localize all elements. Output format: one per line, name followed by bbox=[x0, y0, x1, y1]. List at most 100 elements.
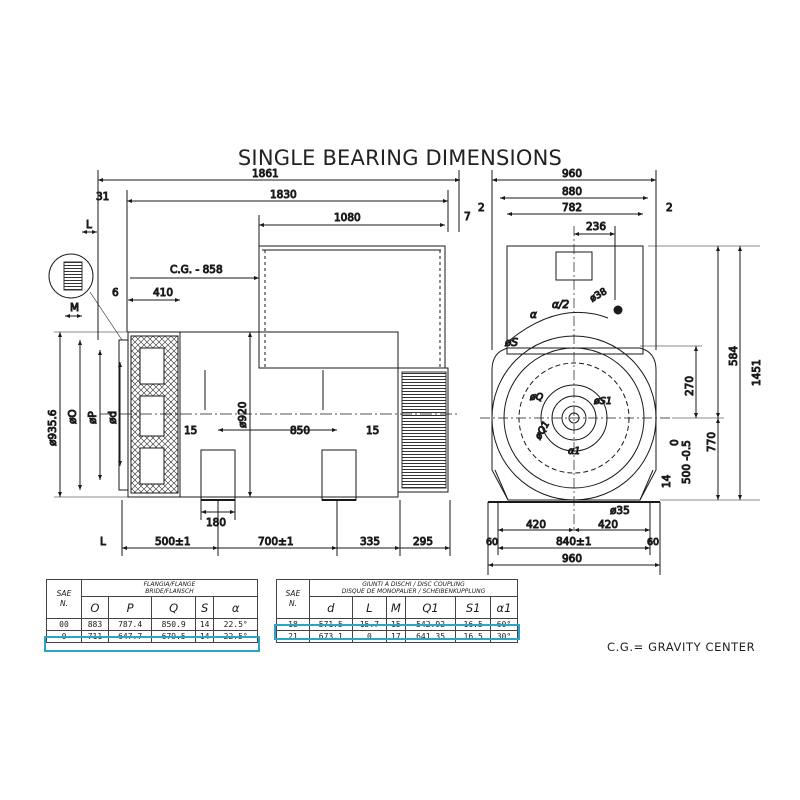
terminal-box bbox=[258, 245, 446, 369]
front-view bbox=[480, 170, 760, 575]
dim-dia-9356: ø935.6 bbox=[47, 409, 59, 446]
flange-row0-Q: 850.9 bbox=[151, 618, 196, 631]
dim-detail-M: M bbox=[70, 302, 79, 314]
dim-960-bottom: 960 bbox=[562, 553, 582, 565]
dim-1080: 1080 bbox=[334, 212, 361, 224]
flange-col-alpha: α bbox=[213, 596, 258, 619]
dim-584: 584 bbox=[728, 346, 740, 366]
flange-header-line1: FLANGIA/FLANGE bbox=[143, 581, 196, 588]
dim-420-left: 420 bbox=[526, 519, 546, 531]
detail-circle bbox=[48, 253, 94, 299]
dim-6: 6 bbox=[112, 287, 119, 299]
coupling-sae-line2: N. bbox=[289, 599, 297, 608]
flange-sae-line1: SAE bbox=[56, 589, 72, 598]
flange-row0-sae: 00 bbox=[46, 618, 82, 631]
dim-1451: 1451 bbox=[751, 359, 763, 386]
dim-850: 850 bbox=[290, 425, 310, 437]
dim-L-bottom: L bbox=[100, 536, 106, 548]
dim-420-right: 420 bbox=[598, 519, 618, 531]
drawing-title: SINGLE BEARING DIMENSIONS bbox=[237, 146, 563, 170]
label-alpha1: α1 bbox=[568, 446, 580, 457]
flange-header: FLANGIA/FLANGE BRIDE/FLANSCH bbox=[81, 579, 258, 597]
dim-880: 880 bbox=[562, 186, 582, 198]
dim-0: 0 bbox=[669, 439, 681, 446]
dim-dia-d: ød bbox=[107, 411, 119, 424]
coupling-col-M: M bbox=[386, 596, 406, 619]
dim-cg-858: C.G. - 858 bbox=[170, 264, 223, 276]
coupling-col-d: d bbox=[309, 596, 353, 619]
label-alpha: α bbox=[530, 309, 537, 321]
coupling-col-S1: S1 bbox=[455, 596, 491, 619]
dim-dia-920: ø920 bbox=[237, 402, 249, 428]
dim-236: 236 bbox=[586, 221, 606, 233]
dim-15-right: 15 bbox=[366, 425, 379, 437]
flange-row0-S: 14 bbox=[194, 618, 215, 631]
coupling-col-Q1: Q1 bbox=[404, 596, 457, 619]
front-housing bbox=[491, 347, 657, 501]
flange-row0-P: 787.4 bbox=[107, 618, 153, 631]
label-dS: øS bbox=[504, 337, 518, 349]
dim-770: 770 bbox=[706, 432, 718, 452]
flange-row0-O: 883 bbox=[81, 618, 109, 631]
coupling-row-highlight bbox=[274, 624, 520, 640]
label-dS1: øS1 bbox=[593, 396, 612, 407]
flange-col-S: S bbox=[194, 596, 215, 619]
dim-detail-L: L bbox=[86, 219, 92, 231]
coupling-sae-line1: SAE bbox=[285, 589, 301, 598]
dim-31: 31 bbox=[96, 191, 109, 203]
dim-dia-O: øO bbox=[67, 409, 79, 424]
dim-1830: 1830 bbox=[270, 189, 297, 201]
label-dQ: øQ bbox=[529, 392, 544, 403]
label-alpha-half: α/2 bbox=[552, 299, 569, 311]
coupling-header: GIUNTI A DISCHI / DISC COUPLING DISQUE D… bbox=[309, 579, 518, 597]
dim-782: 782 bbox=[562, 202, 582, 214]
dim-500: 500±1 bbox=[155, 536, 191, 548]
coupling-col-alpha1: α1 bbox=[489, 596, 519, 619]
front-terminal-box bbox=[506, 245, 644, 355]
flange-sae-line2: N. bbox=[60, 599, 68, 608]
dim-60-right: 60 bbox=[647, 537, 659, 548]
dim-d35: ø35 bbox=[610, 505, 630, 517]
flange-table: SAE N. FLANGIA/FLANGE BRIDE/FLANSCH O P … bbox=[46, 579, 258, 643]
flange-col-O: O bbox=[81, 596, 109, 619]
dim-295: 295 bbox=[413, 536, 433, 548]
coupling-header-line2: DISQUE DE MONOPALIER / SCHEIBENKUPPLUNG bbox=[341, 588, 486, 595]
dim-270: 270 bbox=[684, 376, 696, 396]
dim-335: 335 bbox=[360, 536, 380, 548]
side-view bbox=[48, 170, 460, 556]
coupling-header-line1: GIUNTI A DISCHI / DISC COUPLING bbox=[362, 581, 465, 588]
flange-col-Q: Q bbox=[151, 596, 196, 619]
dim-1861: 1861 bbox=[252, 168, 279, 180]
flange-header-line2: BRIDE/FLANSCH bbox=[145, 588, 194, 595]
flange-row0-alpha: 22.5° bbox=[213, 618, 258, 631]
dim-700: 700±1 bbox=[258, 536, 294, 548]
dim-960-top: 960 bbox=[562, 168, 582, 180]
coupling-sae-header: SAE N. bbox=[276, 579, 310, 619]
label-dQ1: øQ1 bbox=[533, 419, 553, 442]
stator-body bbox=[179, 331, 399, 498]
gravity-center-legend: C.G.= GRAVITY CENTER bbox=[607, 640, 756, 654]
dim-60-left: 60 bbox=[486, 537, 498, 548]
foot-right bbox=[321, 449, 357, 501]
lifting-hole bbox=[613, 305, 623, 315]
foot-left bbox=[200, 449, 236, 501]
dim-dia-P: øP bbox=[87, 411, 99, 424]
flange-sae-header: SAE N. bbox=[46, 579, 82, 619]
flange-row-highlight bbox=[44, 636, 260, 652]
dim-500: 500 -0.5 bbox=[681, 440, 693, 484]
dim-2-left: 2 bbox=[478, 202, 485, 214]
coupling-col-L: L bbox=[351, 596, 388, 619]
dim-7: 7 bbox=[464, 211, 471, 223]
rear-section bbox=[397, 367, 449, 493]
flange-col-P: P bbox=[107, 596, 153, 619]
dim-180: 180 bbox=[206, 517, 226, 529]
dim-d38: ø38 bbox=[588, 286, 609, 304]
table-row: 00 883 787.4 850.9 14 22.5° bbox=[46, 618, 258, 631]
dim-410: 410 bbox=[153, 287, 173, 299]
dim-15-left: 15 bbox=[184, 425, 197, 437]
dim-2-right: 2 bbox=[666, 202, 673, 214]
dim-14: 14 bbox=[661, 474, 673, 488]
dim-840: 840±1 bbox=[556, 536, 592, 548]
